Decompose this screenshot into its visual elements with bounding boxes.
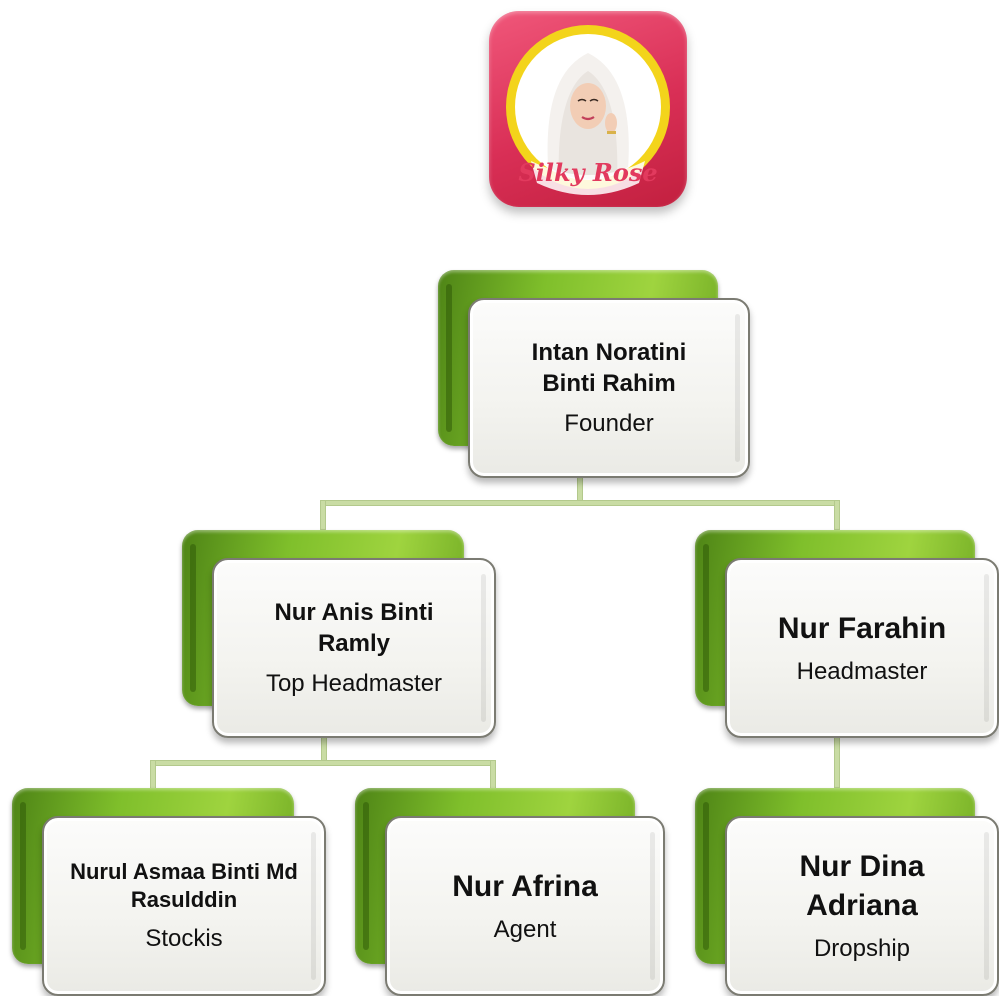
node-name: Intan Noratini Binti Rahim [531, 339, 687, 398]
connector [150, 760, 156, 790]
connector [321, 736, 327, 762]
node-role: Agent [493, 915, 557, 943]
card-front: Nur Dina Adriana Dropship [725, 816, 999, 996]
node-name: Nur Farahin [777, 611, 947, 645]
node-role: Stockis [145, 925, 223, 952]
node-name: Nur Dina Adriana [799, 850, 925, 923]
node-name: Nur Afrina [452, 869, 598, 903]
node-role: Headmaster [796, 657, 928, 685]
node-role: Founder [564, 409, 654, 437]
card-front: Intan Noratini Binti Rahim Founder [468, 298, 750, 478]
node-name: Nurul Asmaa Binti Md Rasulddin [70, 858, 298, 913]
connector [577, 476, 583, 503]
connector [834, 500, 840, 530]
card-front: Nur Farahin Headmaster [725, 558, 999, 738]
node-name: Nur Anis Binti Ramly [274, 599, 434, 658]
connector [320, 500, 326, 530]
connector [490, 760, 496, 790]
card-front: Nur Afrina Agent [385, 816, 665, 996]
logo-graphic: Silky Rose [506, 25, 670, 195]
connector [834, 736, 840, 788]
connector [320, 500, 840, 506]
card-front: Nurul Asmaa Binti Md Rasulddin Stockis [42, 816, 326, 996]
silky-rose-logo: Silky Rose [489, 11, 687, 207]
connector [150, 760, 496, 766]
logo-text: Silky Rose [518, 158, 657, 187]
card-front: Nur Anis Binti Ramly Top Headmaster [212, 558, 496, 738]
node-role: Top Headmaster [265, 669, 443, 697]
node-role: Dropship [813, 935, 911, 963]
